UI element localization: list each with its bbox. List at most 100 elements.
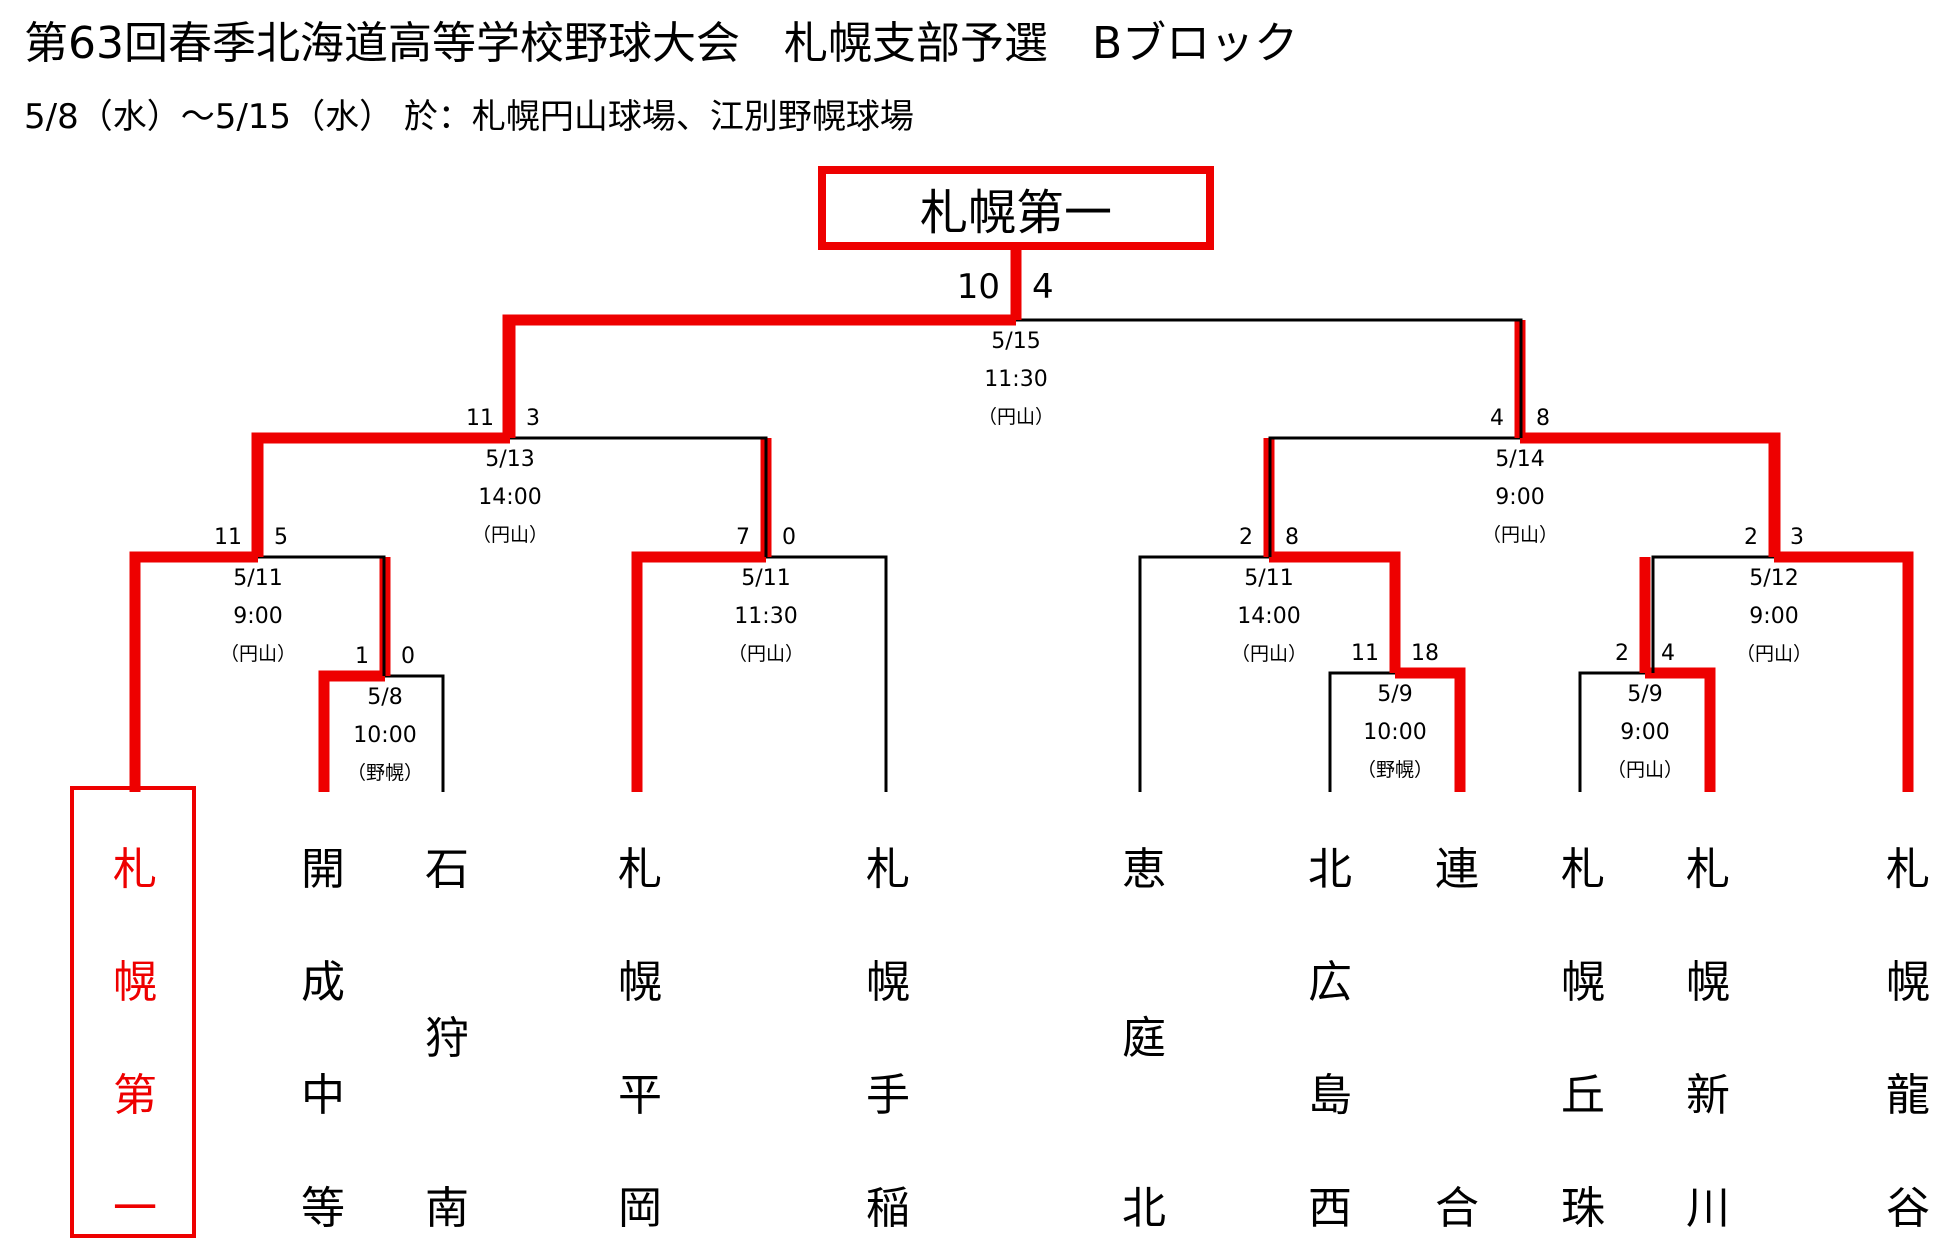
- team-t9-char-2: 丘: [1561, 1070, 1605, 1121]
- m9-score-right: 8: [1536, 406, 1550, 431]
- m1-score-left: 1: [355, 644, 369, 669]
- team-t2-char-1: 成: [301, 957, 345, 1008]
- m9-leg-l: [1268, 436, 1520, 557]
- m5-time: 11:30: [734, 604, 797, 629]
- team-t1-char-1: 幌: [113, 957, 157, 1008]
- m7-venue: （円山）: [1736, 643, 1812, 665]
- m4-leg-r: [258, 555, 386, 676]
- m8-time: 14:00: [478, 485, 541, 510]
- m1-score-right: 0: [401, 644, 415, 669]
- team-t10-char-1: 幌: [1686, 957, 1730, 1008]
- m9-leg-r: [1520, 432, 1781, 557]
- m9-date: 5/14: [1495, 447, 1544, 472]
- m6-venue: （円山）: [1231, 643, 1307, 665]
- m3-venue: （円山）: [1607, 759, 1683, 781]
- team-t11-char-2: 龍: [1886, 1070, 1930, 1121]
- m6-score-left: 2: [1239, 525, 1253, 550]
- m7-leg-l: [1651, 555, 1774, 673]
- m1-time: 10:00: [353, 723, 416, 748]
- team-t7-char-1: 広: [1308, 957, 1352, 1008]
- m8-leg-l: [251, 432, 510, 557]
- m5-score-right: 0: [782, 525, 796, 550]
- m7-score-left: 2: [1744, 525, 1758, 550]
- page-subtitle: 5/8（水）～5/15（水） 於：札幌円山球場、江別野幌球場: [24, 97, 914, 137]
- m6-leg-l: [1138, 555, 1269, 792]
- m6-score-right: 8: [1285, 525, 1299, 550]
- m4-score-left: 11: [214, 525, 242, 550]
- team-t4-char-1: 幌: [618, 957, 662, 1008]
- m6-date: 5/11: [1244, 566, 1293, 591]
- team-t2-char-2: 中: [301, 1070, 345, 1121]
- team-t10-char-3: 川: [1686, 1183, 1730, 1234]
- team-t6-char-2: 北: [1122, 1183, 1166, 1234]
- team-t3-char-2: 南: [425, 1183, 469, 1234]
- team-t1-char-2: 第: [113, 1070, 157, 1121]
- m5-venue: （円山）: [728, 643, 804, 665]
- m1-date: 5/8: [367, 685, 402, 710]
- m7-date: 5/12: [1749, 566, 1798, 591]
- m7-score-right: 3: [1790, 525, 1804, 550]
- m7-leg-r: [1774, 551, 1914, 792]
- team-t8-char-1: 合: [1435, 1183, 1479, 1234]
- team-t10-char-2: 新: [1686, 1070, 1730, 1121]
- team-t7-char-0: 北: [1308, 844, 1352, 895]
- m8-venue: （円山）: [472, 524, 548, 546]
- m4-score-right: 5: [274, 525, 288, 550]
- team-t5-char-1: 幌: [866, 957, 910, 1008]
- m5-date: 5/11: [741, 566, 790, 591]
- m6-leg-r: [1269, 551, 1401, 673]
- m3-leg-l: [1578, 671, 1645, 792]
- m2-score-right: 18: [1411, 641, 1439, 666]
- m9-time: 9:00: [1495, 485, 1544, 510]
- page-title: 第63回春季北海道高等学校野球大会 札幌支部予選 Bブロック: [24, 18, 1299, 69]
- team-t5-char-0: 札: [866, 844, 910, 895]
- team-t11-char-3: 谷: [1886, 1183, 1930, 1234]
- team-t7-char-3: 西: [1308, 1183, 1352, 1234]
- m8-date: 5/13: [485, 447, 534, 472]
- m8-leg-r: [510, 436, 768, 557]
- team-t5-char-3: 稲: [866, 1183, 910, 1234]
- team-t6-char-0: 恵: [1122, 844, 1166, 895]
- m3-score-left: 2: [1615, 641, 1629, 666]
- m4-leg-l: [129, 551, 258, 792]
- m8-score-right: 3: [526, 406, 540, 431]
- team-t3-char-0: 石: [425, 844, 469, 895]
- m1-leg-l: [318, 670, 385, 792]
- m9-venue: （円山）: [1482, 524, 1558, 546]
- m2-score-left: 11: [1351, 641, 1379, 666]
- m1-leg-r: [385, 674, 445, 792]
- m7-time: 9:00: [1749, 604, 1798, 629]
- m10-score-right: 4: [1032, 267, 1054, 307]
- team-t4-char-2: 平: [618, 1070, 662, 1121]
- team-t4-char-0: 札: [618, 844, 662, 895]
- m1-venue: （野幌）: [347, 762, 423, 784]
- m5-leg-l: [631, 551, 766, 792]
- m3-score-right: 4: [1661, 641, 1675, 666]
- team-t4-char-3: 岡: [618, 1183, 662, 1234]
- m2-leg-l: [1328, 671, 1395, 792]
- m4-date: 5/11: [233, 566, 282, 591]
- m5-score-left: 7: [736, 525, 750, 550]
- champion-box: 札幌第一: [818, 166, 1214, 250]
- m5-leg-r: [766, 555, 888, 792]
- team-t8-char-0: 連: [1435, 844, 1479, 895]
- team-t11-char-1: 幌: [1886, 957, 1930, 1008]
- team-t1-char-0: 札: [113, 844, 157, 895]
- team-t2-char-3: 等: [301, 1183, 345, 1234]
- m10-leg-l: [502, 314, 1016, 438]
- m2-time: 10:00: [1363, 720, 1426, 745]
- m2-leg-r: [1395, 667, 1466, 792]
- team-t5-char-2: 手: [866, 1070, 910, 1121]
- m10-venue: （円山）: [978, 406, 1054, 428]
- m3-leg-r: [1645, 667, 1716, 792]
- team-t9-char-0: 札: [1561, 844, 1605, 895]
- m4-venue: （円山）: [220, 643, 296, 665]
- m10-time: 11:30: [984, 367, 1047, 392]
- team-t6-char-1: 庭: [1122, 1013, 1166, 1064]
- team-t11-char-0: 札: [1886, 844, 1930, 895]
- team-t3-char-1: 狩: [425, 1013, 469, 1064]
- champion-name: 札幌第一: [919, 185, 1112, 241]
- team-t7-char-2: 島: [1308, 1070, 1352, 1121]
- m3-time: 9:00: [1620, 720, 1669, 745]
